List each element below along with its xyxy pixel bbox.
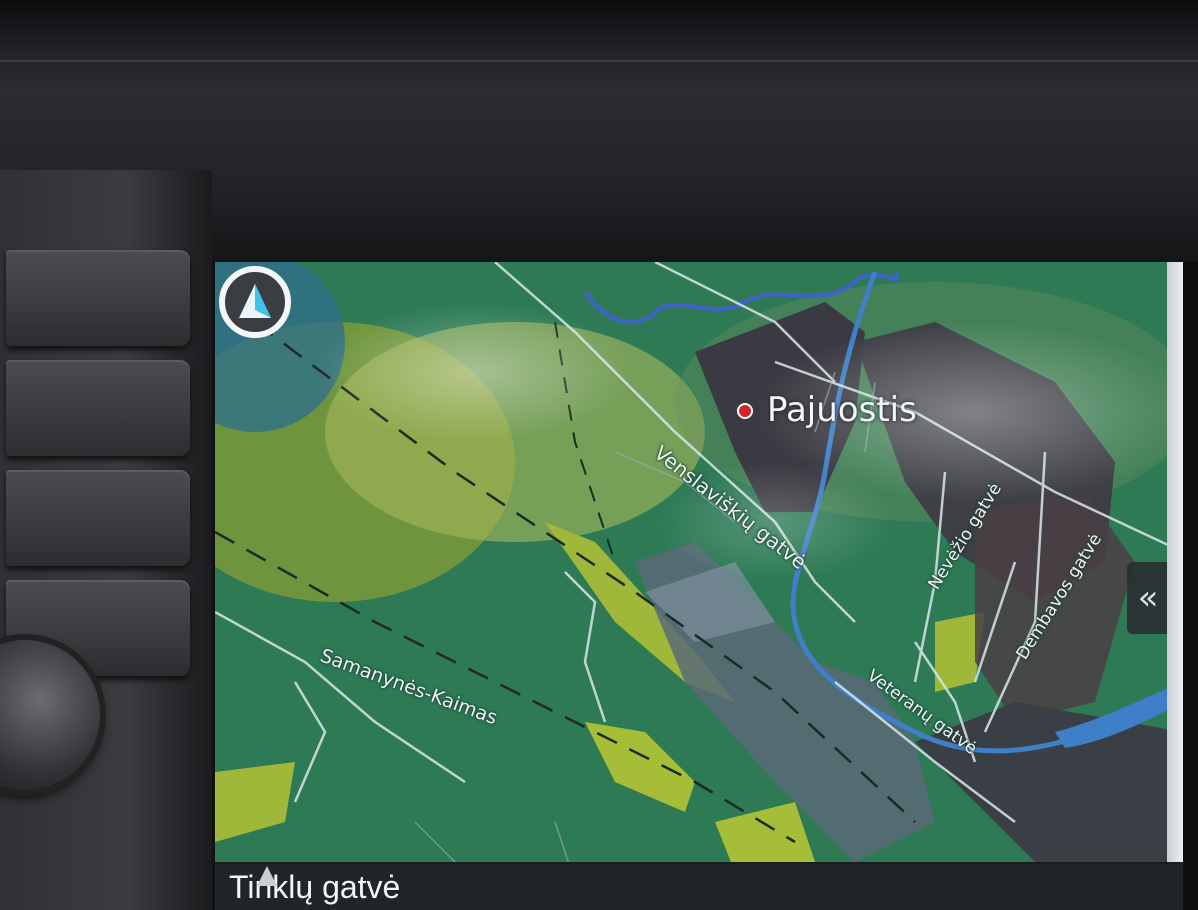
side-panel-edge[interactable] (1167, 262, 1183, 910)
vehicle-position-icon[interactable] (215, 262, 295, 342)
dashboard-left-panel (0, 170, 212, 910)
place-label-pajuostis[interactable]: Pajuostis (767, 390, 917, 430)
current-street-name: Tinklų gatvė (229, 869, 401, 905)
hardware-button-1[interactable] (6, 250, 190, 346)
hardware-button-2[interactable] (6, 360, 190, 456)
current-street-bar: Tinklų gatvė (215, 862, 1183, 910)
dashboard-hood (0, 0, 1198, 62)
nav-arrow-icon (257, 866, 277, 886)
map-canvas[interactable] (215, 262, 1183, 910)
navigation-screen[interactable]: Pajuostis Venslaviškių gatvė Samanynės-K… (212, 262, 1183, 910)
hardware-button-3[interactable] (6, 470, 190, 566)
location-dot-icon (737, 403, 753, 419)
collapse-panel-button[interactable]: « (1127, 562, 1169, 634)
